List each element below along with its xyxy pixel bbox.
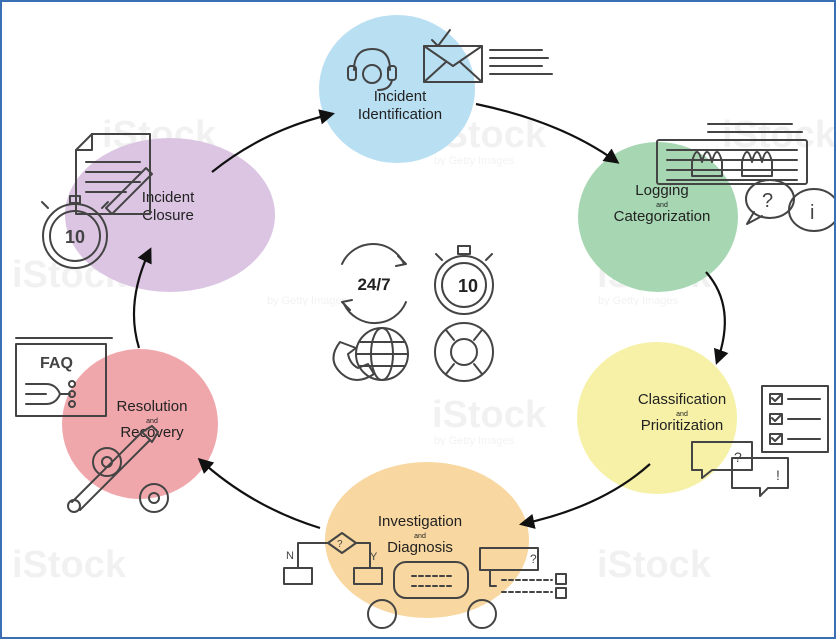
cycle-arrows — [132, 102, 729, 530]
watermark-tagline: by Getty Images — [434, 155, 515, 167]
stage-identification-label: Incident Identification — [358, 88, 442, 123]
lifebuoy-icon — [434, 322, 494, 382]
watermark-tagline: by Getty Images — [267, 295, 348, 307]
question-mark: ? — [762, 190, 773, 212]
watermark-brand: iStock — [12, 544, 127, 586]
arrow-identification-to-logging — [475, 102, 620, 164]
headset-icon — [347, 48, 397, 91]
stage-title-line2: Categorization — [614, 208, 711, 225]
decision-yes: Y — [370, 551, 378, 563]
stage-logging-label: Logging and Categorization — [614, 182, 711, 225]
stage-classification-circle — [577, 342, 737, 494]
watermark-brand: iStock — [432, 394, 547, 436]
stage-investigation-circle — [325, 462, 529, 618]
gears-wrench-icon — [67, 425, 169, 513]
info-bubble-icon: i — [788, 188, 834, 232]
discussion-icon: ? — [367, 547, 567, 629]
info-mark: i — [810, 202, 814, 224]
stage-connector: and — [146, 418, 158, 425]
keyboard-icon — [656, 123, 808, 185]
decision-no: N — [286, 550, 294, 562]
checklist-icon — [761, 385, 829, 453]
watermark-tagline: by Getty Images — [434, 435, 515, 447]
envelope-icon — [423, 29, 553, 83]
stage-title-line2: Identification — [358, 106, 442, 123]
stage-title-line1: Incident — [142, 189, 195, 206]
watermark-tagline: by Getty Images — [598, 295, 679, 307]
clock-label: 24/7 — [357, 275, 390, 294]
chat-bubbles-icon: ? ! — [691, 441, 789, 497]
stage-investigation-label: Investigation and Diagnosis — [378, 513, 462, 556]
arrow-investigation-to-resolution — [197, 457, 321, 530]
question-bubble-icon: ? — [745, 179, 795, 225]
stage-title-line2: Prioritization — [641, 417, 724, 434]
phone-globe-icon — [332, 327, 409, 381]
arrow-closure-to-identification — [211, 109, 335, 173]
stage-classification-label: Classification and Prioritization — [638, 391, 726, 434]
arrow-classification-to-investigation — [518, 463, 651, 529]
stage-identification-circle — [319, 15, 475, 163]
exclaim-mark: ! — [776, 467, 780, 483]
stage-title-line2: Closure — [142, 207, 194, 224]
clock-24-7-icon: 24/7 — [341, 243, 407, 325]
stage-title-line1: Incident — [374, 88, 427, 105]
stopwatch-icon: 10 — [41, 195, 109, 269]
timer-value: 10 — [458, 276, 478, 296]
stage-closure-circle — [65, 138, 275, 292]
stage-connector: and — [414, 533, 426, 540]
stage-title-line1: Classification — [638, 391, 726, 408]
stage-connector: and — [676, 411, 688, 418]
timer-icon: 10 — [434, 245, 494, 315]
arrow-resolution-to-closure — [132, 247, 152, 349]
question-mark: ? — [337, 539, 343, 550]
stopwatch-value: 10 — [65, 227, 85, 247]
question-mark: ? — [530, 552, 537, 566]
stage-title-line1: Logging — [635, 182, 688, 199]
document-icon — [75, 133, 153, 215]
stage-resolution-circle — [62, 349, 218, 499]
faq-board-icon: FAQ — [15, 337, 113, 417]
stage-connector: and — [656, 202, 668, 209]
stage-closure-label: Incident Closure — [142, 189, 195, 224]
faq-label: FAQ — [40, 355, 73, 372]
arrow-logging-to-classification — [705, 271, 729, 365]
decision-flowchart-icon: ? N Y — [283, 532, 383, 585]
watermark-brand: iStock — [597, 544, 712, 586]
stage-title-line2: Diagnosis — [387, 539, 453, 556]
stage-title-line1: Resolution — [117, 398, 188, 415]
stage-title-line1: Investigation — [378, 513, 462, 530]
